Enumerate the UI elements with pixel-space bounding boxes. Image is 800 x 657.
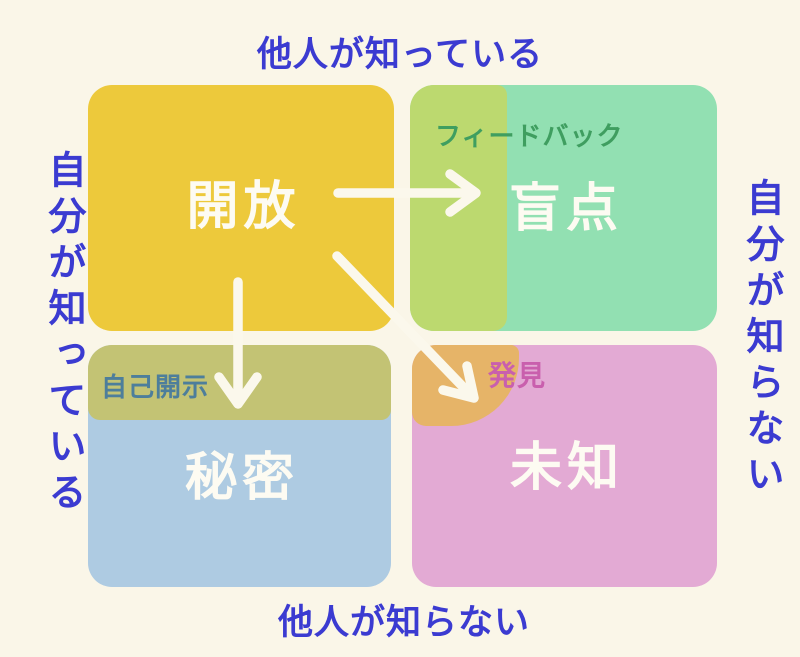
quadrant-unknown-title: 未知 bbox=[509, 439, 624, 497]
quadrant-open-title: 開放 bbox=[186, 178, 301, 236]
quadrant-hidden: 自己開示 秘密 bbox=[88, 345, 391, 587]
axis-label-others-know: 他人が知っている bbox=[256, 35, 544, 74]
axis-label-others-dont-know: 他人が知らない bbox=[277, 603, 531, 642]
quadrant-blind-title: 盲点 bbox=[508, 180, 623, 238]
self-disclosure-label: 自己開示 bbox=[101, 372, 210, 402]
quadrant-blind: フィードバック 盲点 bbox=[410, 85, 717, 331]
feedback-label: フィードバック bbox=[435, 121, 624, 151]
quadrant-open: 開放 bbox=[88, 85, 394, 331]
quadrant-hidden-title: 秘密 bbox=[184, 449, 299, 507]
discovery-label: 発見 bbox=[488, 360, 547, 391]
axis-label-self-knows: 自分が知っている bbox=[42, 150, 84, 518]
axis-label-self-doesnt-know: 自分が知らない bbox=[740, 178, 782, 500]
quadrant-unknown: 発見 未知 bbox=[412, 345, 717, 587]
